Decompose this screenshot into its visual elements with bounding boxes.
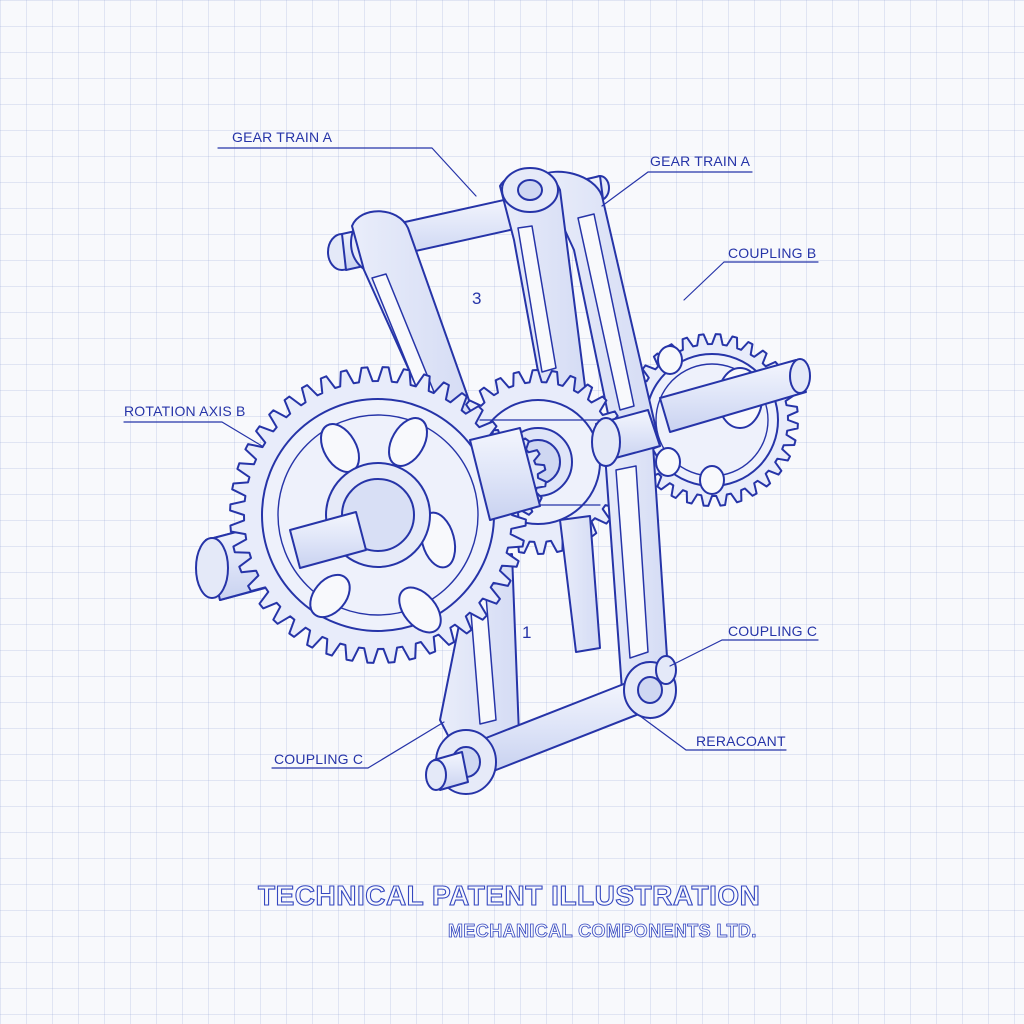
label-gear-train-a-left: GEAR TRAIN A — [232, 129, 333, 145]
leader-gear-train-a-right — [601, 171, 753, 207]
shaft-hub — [469, 409, 661, 521]
front-gear — [229, 366, 527, 664]
title-block-subtitle: MECHANICAL COMPONENTS LTD. — [448, 921, 757, 942]
label-coupling-b: COUPLING B — [728, 245, 816, 261]
label-coupling-c-right: COUPLING C — [728, 623, 817, 639]
leader-coupling-c-left — [271, 721, 445, 769]
leader-coupling-b — [683, 261, 819, 301]
rear-shaft — [659, 358, 811, 433]
label-coupling-c-left: COUPLING C — [274, 751, 363, 767]
label-gear-train-a-right: GEAR TRAIN A — [650, 153, 751, 169]
middle-arm — [499, 167, 589, 427]
lower-link-rod — [425, 655, 677, 795]
label-reracoant: RERACOANT — [696, 733, 786, 749]
leader-gear-train-a-left — [217, 147, 477, 197]
leader-rotation-axis-b — [123, 421, 263, 447]
title-block-title: TECHNICAL PATENT ILLUSTRATION — [257, 879, 761, 911]
leader-reracoant — [639, 715, 787, 751]
reference-numeral-lower: 1 — [522, 623, 531, 642]
reference-numeral-upper: 3 — [472, 289, 481, 308]
leader-coupling-c-right — [669, 639, 819, 667]
label-rotation-axis-b: ROTATION AXIS B — [124, 403, 246, 419]
callout-leaders — [123, 147, 819, 769]
